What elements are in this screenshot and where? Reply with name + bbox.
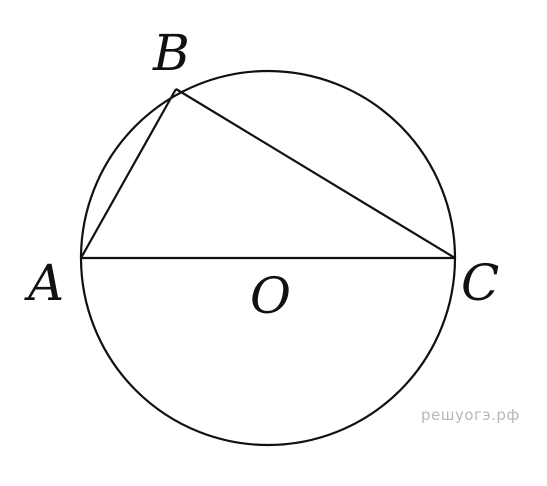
label-o: O	[250, 267, 291, 325]
label-b: B	[152, 24, 190, 82]
segment-bc	[175, 88, 456, 259]
watermark: решуогэ.рф	[421, 406, 520, 424]
label-a: A	[24, 254, 64, 312]
segment-ab	[80, 88, 177, 259]
label-c: C	[461, 254, 499, 312]
